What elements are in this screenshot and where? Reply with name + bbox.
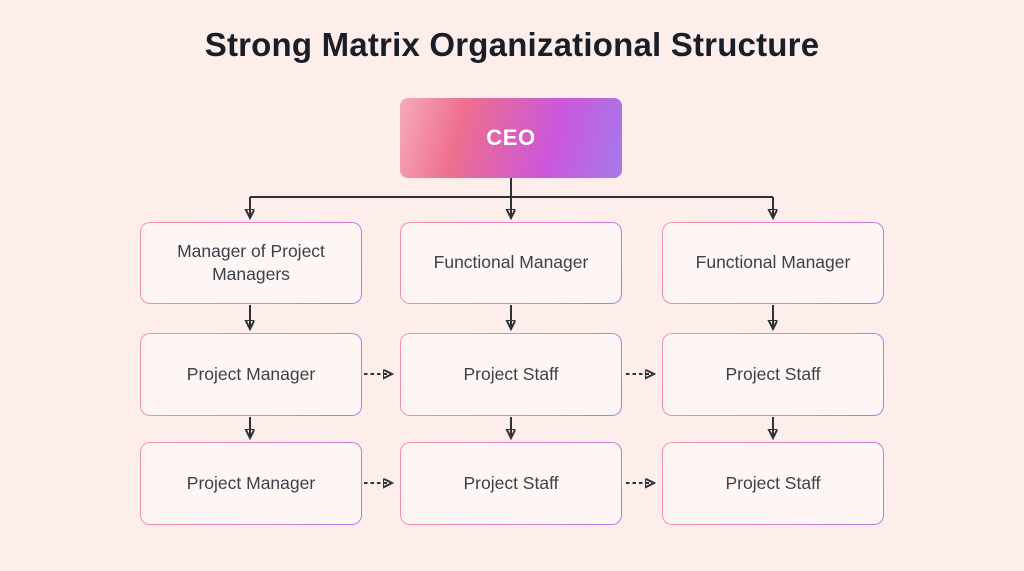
- page-title: Strong Matrix Organizational Structure: [204, 26, 820, 63]
- node-project-staff-4: Project Staff: [662, 442, 884, 525]
- node-project-manager-1: Project Manager: [140, 333, 362, 416]
- node-project-staff-3: Project Staff: [400, 442, 622, 525]
- node-functional-manager-1: Functional Manager: [400, 222, 622, 304]
- node-manager-of-project-managers: Manager of Project Managers: [140, 222, 362, 304]
- node-functional-manager-2: Functional Manager: [662, 222, 884, 304]
- node-ceo: CEO: [400, 98, 622, 178]
- node-project-staff-2: Project Staff: [662, 333, 884, 416]
- node-project-staff-1: Project Staff: [400, 333, 622, 416]
- node-project-manager-2: Project Manager: [140, 442, 362, 525]
